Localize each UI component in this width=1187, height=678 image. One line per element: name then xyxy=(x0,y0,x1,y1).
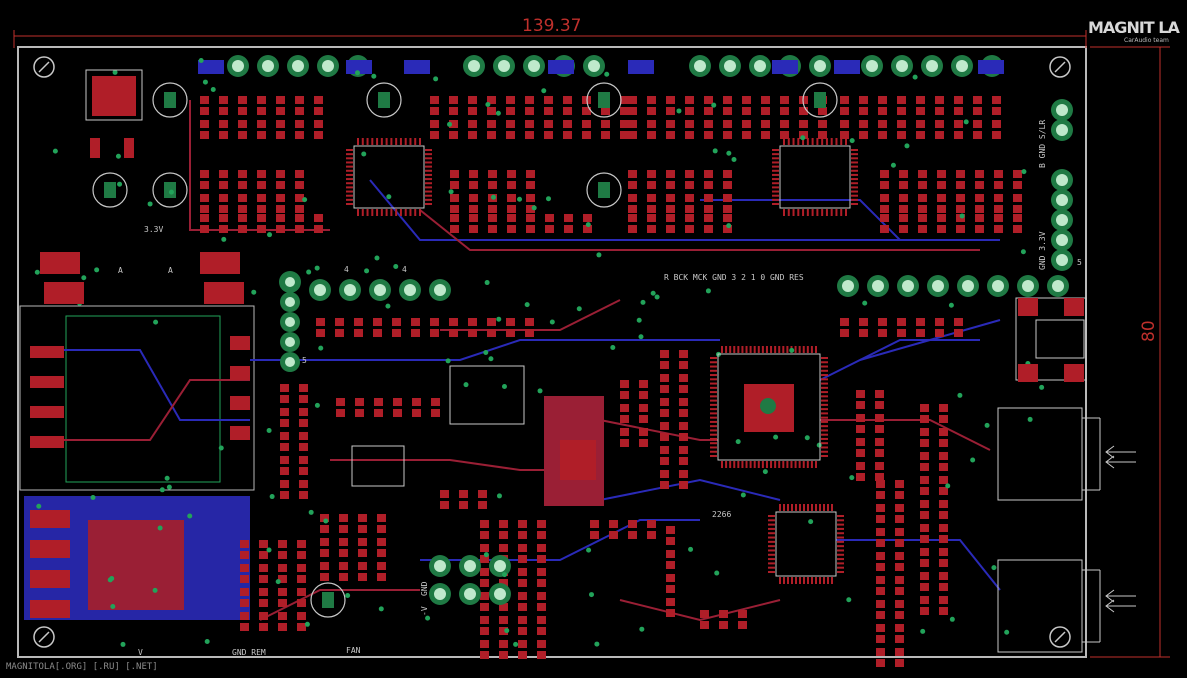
logo-text: MAGNIT LA xyxy=(1088,18,1180,37)
logo-subtitle: CarAudio team xyxy=(1124,37,1169,44)
label-a-left: A xyxy=(118,266,123,275)
width-dimension: 139.37 xyxy=(522,16,582,36)
header-pin-labels: R BCK MCK GND 3 2 1 0 GND RES xyxy=(664,273,804,282)
audio-jacks xyxy=(997,407,1101,653)
height-dimension: 80 xyxy=(1139,320,1159,342)
power-module-outline xyxy=(19,305,255,491)
dimension-lines xyxy=(13,30,1170,658)
arrow-icons xyxy=(1105,445,1136,613)
label-minus-v: -V xyxy=(420,606,429,616)
label-gnd: GND xyxy=(420,581,429,596)
label-vplus: V xyxy=(138,648,143,657)
label-4-right: 4 xyxy=(402,265,407,274)
label-5-left: 5 xyxy=(302,356,307,365)
label-a-right: A xyxy=(168,266,173,275)
label-4-left: 4 xyxy=(344,265,349,274)
regulator-center xyxy=(544,396,604,506)
footer-text: MAGNITOLA[.ORG] [.RU] [.NET] xyxy=(6,662,158,672)
label-3v3: 3.3V xyxy=(144,225,164,234)
regulator-top-left xyxy=(85,69,143,158)
ic-packages xyxy=(351,145,851,577)
usb-connector xyxy=(1015,297,1087,381)
trace-layer xyxy=(60,100,1001,622)
component-layer xyxy=(30,55,1073,667)
label-5-right: 5 xyxy=(1077,258,1082,267)
label-fan: FAN xyxy=(346,646,361,655)
label-gnd-rem: GND REM xyxy=(232,648,266,657)
i2s-label-2: GND 3.3V xyxy=(1038,231,1047,270)
mounting-holes xyxy=(33,56,1071,648)
label-2266: 2266 xyxy=(712,510,732,519)
i2s-label-1: B GND S/LR xyxy=(1038,119,1047,168)
